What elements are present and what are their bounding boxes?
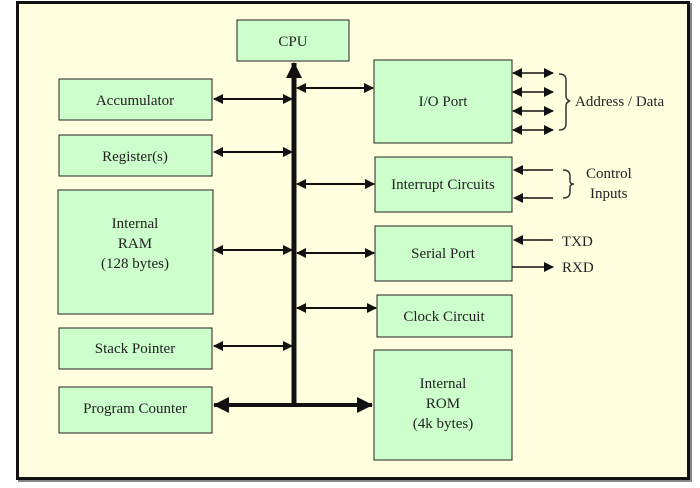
stack-pointer-block: Stack Pointer: [58, 327, 213, 370]
ram-label-line2: RAM: [118, 236, 152, 252]
accumulator-label: Accumulator: [96, 93, 174, 109]
registers-block: Register(s): [58, 134, 213, 177]
registers-label: Register(s): [102, 149, 168, 165]
io-port-label: I/O Port: [419, 94, 469, 110]
stack-pointer-label: Stack Pointer: [95, 341, 175, 357]
control-inputs-label-line1: Control: [586, 166, 632, 182]
rxd-label: RXD: [562, 260, 594, 276]
io-port-block: I/O Port: [373, 59, 513, 144]
address-data-label: Address / Data: [575, 94, 664, 110]
internal-ram-block: Internal RAM (128 bytes): [57, 189, 214, 315]
txd-label: TXD: [562, 234, 593, 250]
address-data-brace: [558, 73, 571, 131]
interrupt-circuits-label: Interrupt Circuits: [391, 177, 495, 193]
cpu-block: CPU: [236, 19, 350, 62]
control-inputs-label-line2: Inputs: [590, 186, 628, 202]
program-counter-label: Program Counter: [83, 401, 187, 417]
clock-circuit-label: Clock Circuit: [403, 309, 485, 325]
rom-label-line2: ROM: [426, 396, 460, 412]
ram-label-line3: (128 bytes): [101, 256, 169, 272]
internal-rom-block: Internal ROM (4k bytes): [373, 349, 513, 461]
cpu-label: CPU: [278, 34, 307, 50]
rom-label-line3: (4k bytes): [413, 416, 473, 432]
clock-circuit-block: Clock Circuit: [376, 294, 513, 338]
accumulator-block: Accumulator: [58, 78, 213, 121]
rom-label-line1: Internal: [420, 376, 467, 392]
program-counter-block: Program Counter: [58, 386, 213, 434]
control-inputs-brace: [562, 169, 575, 199]
interrupt-circuits-block: Interrupt Circuits: [374, 156, 513, 213]
serial-port-block: Serial Port: [374, 225, 513, 282]
ram-label-line1: Internal: [112, 216, 159, 232]
serial-port-label: Serial Port: [411, 246, 476, 262]
